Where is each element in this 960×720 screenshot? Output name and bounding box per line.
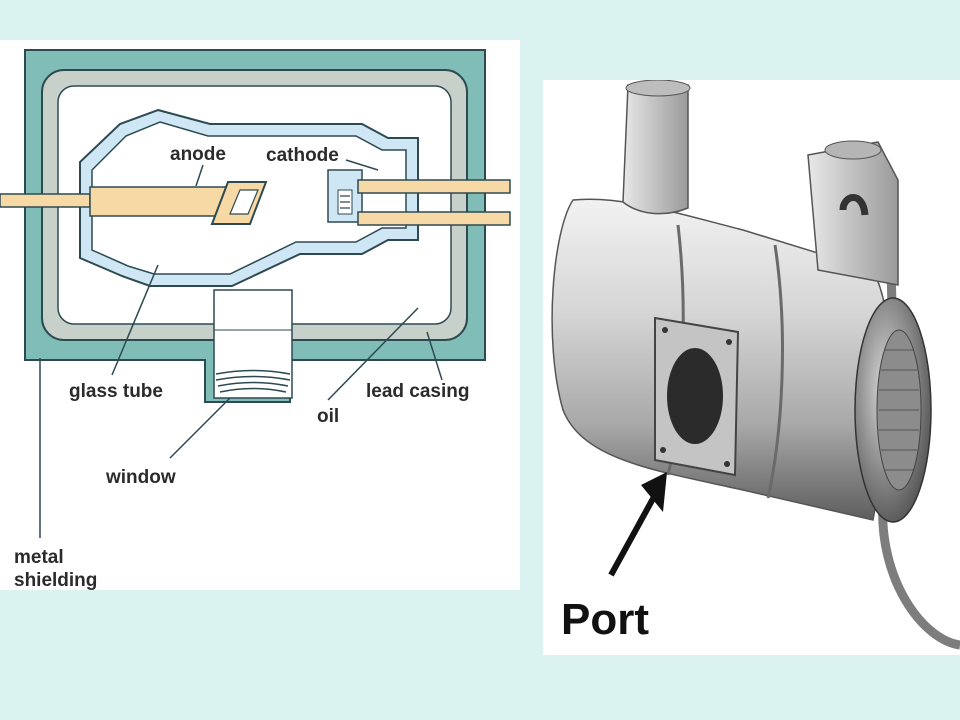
photo-svg: Port [551,80,960,650]
port-label: Port [561,595,649,644]
cathode-label: cathode [266,145,339,166]
cathode-lead-bottom [357,211,511,226]
glass-tube-label: glass tube [69,381,163,402]
port-arrow-icon [608,472,667,577]
metal-label: metal [14,547,64,568]
cathode-filament-coils [340,195,350,209]
port-screws [660,327,732,467]
window-label: window [105,467,176,488]
top-neck-right-cap [824,140,882,160]
anode-stem [0,193,91,208]
window-ribs [215,369,291,393]
cable-clamp [839,194,869,216]
lead-casing-label: lead casing [366,381,470,402]
xray-tube-diagram: anode cathode glass tube lead casing oil… [0,40,520,590]
top-neck-left [622,84,689,215]
cathode-lead-top [357,179,511,194]
anode-label: anode [170,144,226,165]
housing-seam-right [766,244,784,499]
shielding-label: shielding [14,570,97,590]
top-neck-left-cap [625,80,691,97]
tube-housing-photo: Port [543,80,960,655]
anode-target-face [229,189,259,215]
diagram-svg: anode cathode glass tube lead casing oil… [0,49,511,590]
end-cap-grille [879,349,919,471]
port-opening [667,348,723,444]
anode-body [89,186,231,217]
window-column [213,289,293,399]
leader-lines [39,159,443,538]
top-neck-right [807,141,899,286]
oil-label: oil [317,406,339,427]
